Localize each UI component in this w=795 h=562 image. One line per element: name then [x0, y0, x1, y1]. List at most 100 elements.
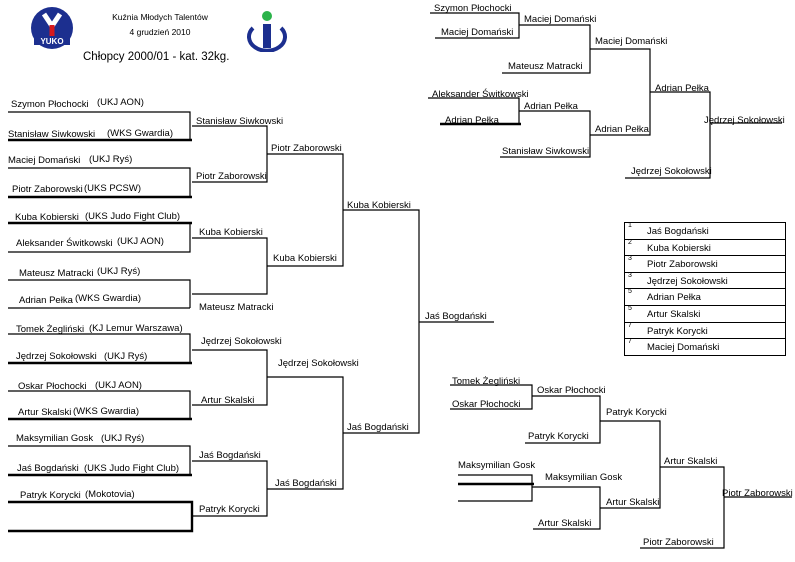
- result-name: Jędrzej Sokołowski: [647, 275, 728, 287]
- place: 5: [628, 304, 632, 312]
- result-name: Jaś Bogdański: [647, 226, 709, 237]
- result-name: Piotr Zaborowski: [647, 259, 718, 271]
- place: 1: [628, 222, 632, 229]
- r1-name: Patryk Korycki: [20, 490, 81, 501]
- place: 7: [628, 321, 632, 329]
- r1-club: (WKS Gwardia): [75, 293, 141, 304]
- r1-name: Jaś Bogdański: [17, 463, 79, 474]
- r1-name: Piotr Zaborowski: [12, 184, 83, 195]
- rep-top-name: Adrian Pełka: [445, 115, 499, 126]
- r1-club: (WKS Gwardia): [107, 128, 173, 139]
- rep-top-name: Adrian Pełka: [655, 83, 709, 94]
- rep-bot-name: Oskar Płochocki: [537, 385, 606, 396]
- r3-name: Jędrzej Sokołowski: [278, 358, 359, 369]
- rep-top-name: Stanisław Siwkowski: [502, 146, 590, 157]
- rep-bot-name: Maksymilian Gosk: [545, 472, 623, 483]
- r1-club: (UKJ Ryś): [97, 266, 141, 277]
- r1-club: (Mokotovia): [85, 489, 135, 500]
- rep-top-winner: Jędrzej Sokołowski: [704, 115, 785, 126]
- r1-club: (UKJ Ryś): [104, 351, 148, 362]
- rep-bot-name: Artur Skalski: [538, 518, 592, 529]
- r2-name: Artur Skalski: [201, 395, 255, 406]
- r1-name: Maciej Domański: [8, 155, 81, 166]
- r2-name: Jędrzej Sokołowski: [201, 336, 282, 347]
- r3-name: Piotr Zaborowski: [271, 143, 342, 154]
- category-label: Chłopcy 2000/01 - kat. 32kg.: [83, 51, 230, 63]
- r1-name: Adrian Pełka: [19, 295, 73, 306]
- rep-bot-name: Artur Skalski: [606, 497, 660, 508]
- bracket-winner: Jaś Bogdański: [425, 311, 487, 322]
- rep-top-name: Mateusz Matracki: [508, 61, 583, 72]
- rep-top-name: Aleksander Świtkowski: [432, 89, 529, 100]
- r1-name: Aleksander Świtkowski: [16, 238, 113, 249]
- result-name: Adrian Pełka: [647, 292, 701, 304]
- rep-bot-name: Piotr Zaborowski: [643, 537, 714, 548]
- r2-name: Mateusz Matracki: [199, 302, 274, 313]
- result-name: Artur Skalski: [647, 308, 701, 320]
- r2-name: Patryk Korycki: [199, 504, 260, 515]
- place: 3: [628, 271, 632, 279]
- rep-bot-winner: Piotr Zaborowski: [722, 488, 793, 499]
- r1-name: Mateusz Matracki: [19, 268, 94, 279]
- r1-club: (UKJ AON): [95, 380, 142, 391]
- r1-club: (UKJ AON): [117, 236, 164, 247]
- r3-name: Jaś Bogdański: [275, 478, 337, 489]
- r2-name: Jaś Bogdański: [199, 450, 261, 461]
- r3-name: Kuba Kobierski: [273, 253, 337, 264]
- r1-club: (UKJ AON): [97, 97, 144, 108]
- rep-bot-name: Patryk Korycki: [528, 431, 589, 442]
- r1-name: Tomek Żegliński: [16, 324, 85, 335]
- result-name: Maciej Domański: [647, 342, 720, 354]
- r4-name: Jaś Bogdański: [347, 422, 409, 433]
- yuko-logo: YUKO: [30, 6, 74, 50]
- event-title: Kuźnia Młodych Talentów: [112, 12, 208, 22]
- rep-bot-name: Maksymilian Gosk: [458, 460, 536, 471]
- r2-name: Stanisław Siwkowski: [196, 116, 284, 127]
- r1-club: (UKS Judo Fight Club): [85, 211, 181, 222]
- rep-top-name: Maciej Domański: [524, 14, 597, 25]
- place: 2: [628, 238, 632, 246]
- rep-bot-name: Oskar Płochocki: [452, 399, 521, 410]
- r1-name: Artur Skalski: [18, 407, 72, 418]
- rep-top-name: Adrian Pełka: [595, 124, 649, 135]
- r1-name: Oskar Płochocki: [18, 381, 87, 392]
- place: 3: [628, 255, 632, 263]
- r1-club: (KJ Lemur Warszawa): [89, 323, 183, 334]
- result-name: Kuba Kobierski: [647, 242, 711, 254]
- organizer-logo: [243, 10, 291, 53]
- result-name: Patryk Korycki: [647, 325, 708, 337]
- rep-bot-name: Tomek Żegliński: [452, 376, 521, 387]
- r1-name: Szymon Płochocki: [11, 99, 89, 110]
- rep-top-name: Jędrzej Sokołowski: [631, 166, 712, 177]
- svg-text:YUKO: YUKO: [40, 37, 63, 46]
- r1-club: (UKJ Ryś): [101, 433, 145, 444]
- rep-bot-name: Patryk Korycki: [606, 407, 667, 418]
- rep-top-name: Maciej Domański: [441, 27, 514, 38]
- place: 5: [628, 288, 632, 296]
- r1-club: (UKS PCSW): [84, 183, 141, 194]
- rep-bot-name: Artur Skalski: [664, 456, 718, 467]
- rep-top-name: Szymon Płochocki: [434, 3, 512, 14]
- r1-club: (UKJ Ryś): [89, 154, 133, 165]
- rep-top-name: Adrian Pełka: [524, 101, 578, 112]
- r1-name: Stanisław Siwkowski: [8, 129, 96, 140]
- rep-top-name: Maciej Domański: [595, 36, 668, 47]
- r2-name: Piotr Zaborowski: [196, 171, 267, 182]
- event-date: 4 grudzień 2010: [129, 27, 191, 37]
- r1-club: (WKS Gwardia): [73, 406, 139, 417]
- r2-name: Kuba Kobierski: [199, 227, 263, 238]
- r1-club: (UKS Judo Fight Club): [84, 463, 180, 474]
- r1-name: Jędrzej Sokołowski: [16, 351, 97, 362]
- r4-name: Kuba Kobierski: [347, 200, 411, 211]
- r1-name: Kuba Kobierski: [15, 212, 79, 223]
